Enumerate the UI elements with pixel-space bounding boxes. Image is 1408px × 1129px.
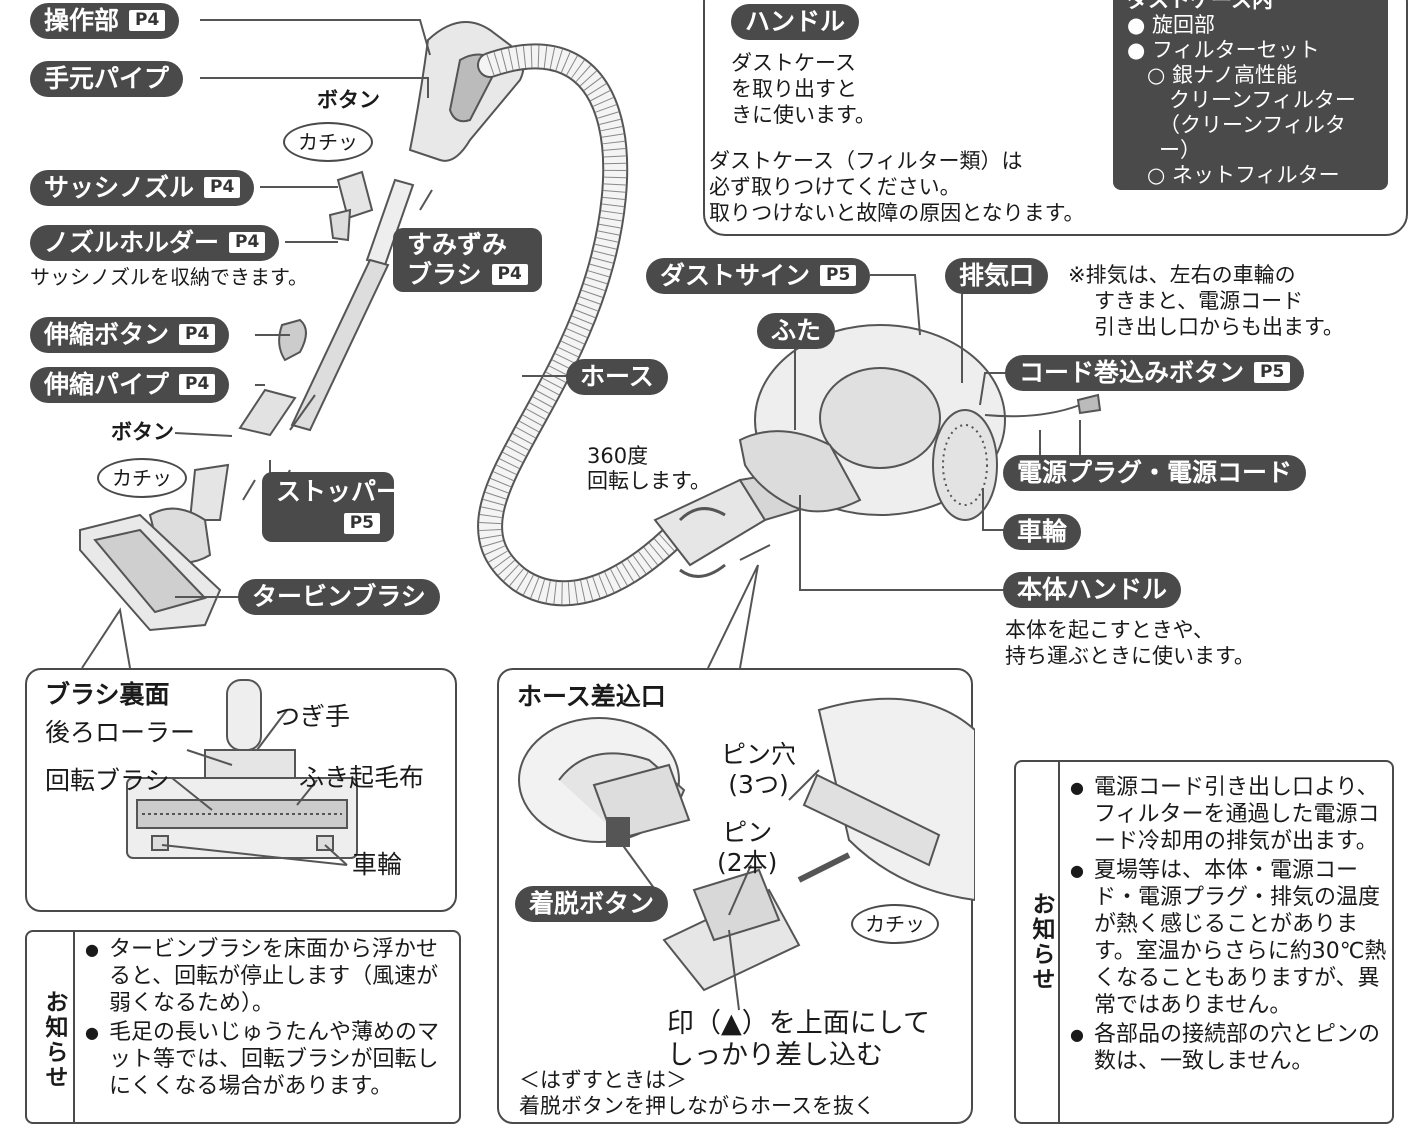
button-label-upper: ボタン bbox=[317, 88, 380, 112]
dust-part-sub: クリーンフィルター bbox=[1169, 88, 1356, 112]
exhaust-note: ※排気は、左右の車輪の すきまと、電源コード 引き出し口からも出ます。 bbox=[1068, 263, 1344, 339]
dustcase-warning: ダストケース（フィルター類）は 必ず取りつけてください。 取りつけないと故障の原… bbox=[709, 149, 1085, 225]
brush-back-title: ブラシ裏面 bbox=[45, 680, 170, 709]
ref-badge: P4 bbox=[179, 323, 216, 345]
label-hontai-handle: 本体ハンドル bbox=[1003, 572, 1182, 608]
notice-item: 夏場等は、本体・電源コード・電源プラグ・排気の温度が熱く感じることがあります。室… bbox=[1070, 857, 1390, 1019]
dust-part-sub: （クリーンフィルター） bbox=[1159, 113, 1346, 162]
notice-item: 毛足の長いじゅうたんや薄めのマット等では、回転ブラシが回転しにくくなる場合があり… bbox=[85, 1019, 450, 1100]
brush-back-label-roller: 後ろローラー bbox=[45, 718, 196, 747]
click-callout-upper: カチッ bbox=[283, 122, 373, 162]
ref-badge: P5 bbox=[343, 512, 380, 534]
ref-badge: P4 bbox=[491, 263, 528, 285]
notice-right: お知らせ 電源コード引き出し口より、フィルターを通過した電源コード冷却用の排気が… bbox=[1014, 760, 1394, 1124]
label-futa: ふた bbox=[757, 313, 836, 349]
brush-back-label-brush: 回転ブラシ bbox=[45, 766, 170, 795]
notice-right-title: お知らせ bbox=[1028, 892, 1054, 992]
hontai-handle-note: 本体を起こすときや、 持ち運ぶときに使います。 bbox=[1005, 618, 1255, 668]
notice-item: 電源コード引き出し口より、フィルターを通過した電源コード冷却用の排気が出ます。 bbox=[1070, 774, 1390, 855]
brush-back-label-wheel: 車輪 bbox=[352, 850, 403, 879]
hose-inlet-illustration bbox=[518, 697, 975, 1011]
handle-note: ダストケース を取り出すと きに使います。 bbox=[731, 51, 876, 127]
notice-item: 各部品の接続部の穴とピンの数は、一致しません。 bbox=[1070, 1021, 1390, 1075]
label-handle: ハンドル bbox=[731, 4, 860, 40]
dust-parts-title: ダストケース内 bbox=[1127, 0, 1273, 12]
ref-badge: P4 bbox=[204, 176, 241, 198]
ref-badge: P5 bbox=[820, 264, 857, 286]
dust-part-sub: ○ ネットフィルター bbox=[1147, 163, 1340, 187]
label-detach-button: 着脱ボタン bbox=[515, 886, 669, 922]
dust-part-item: ● 旋回部 bbox=[1127, 13, 1215, 37]
brush-back-label-joint: つぎ手 bbox=[275, 702, 351, 731]
remove-instruction: ＜はずすときは＞ 着脱ボタンを押しながらホースを抜く bbox=[519, 1068, 875, 1118]
label-turbine-brush: タービンブラシ bbox=[238, 579, 440, 615]
notice-left: お知らせ タービンブラシを床面から浮かせると、回転が停止します（風速が弱くなるた… bbox=[25, 930, 461, 1124]
brush-back-label-cloth: ふき起毛布 bbox=[299, 763, 425, 792]
label-haikiguchi: 排気口 bbox=[945, 258, 1049, 294]
notice-item: タービンブラシを床面から浮かせると、回転が停止します（風速が弱くなるため）。 bbox=[85, 936, 450, 1017]
click-callout-lower: カチッ bbox=[97, 458, 187, 498]
label-temoto-pipe: 手元パイプ bbox=[30, 61, 184, 97]
hose-inlet-box: ホース差込口 ピン穴 (3つ) ピン (2本) 着脱ボタン カチッ 印（▲）を上… bbox=[497, 668, 975, 1124]
insert-instruction: 印（▲）を上面にして しっかり差し込む bbox=[667, 1008, 930, 1071]
dust-part-item: ● フィルターセット bbox=[1127, 38, 1320, 62]
ref-badge: P4 bbox=[229, 231, 266, 253]
notice-left-title: お知らせ bbox=[41, 990, 67, 1090]
label-plug-cord: 電源プラグ・電源コード bbox=[1003, 455, 1307, 491]
dust-parts-box: ダストケース内 ● 旋回部 ● フィルターセット ○ 銀ナノ高性能 クリーンフィ… bbox=[1113, 0, 1388, 190]
brush-back-illustration bbox=[126, 679, 358, 866]
button-label-lower: ボタン bbox=[111, 420, 174, 444]
ref-badge: P4 bbox=[129, 9, 166, 31]
click-callout-inlet: カチッ bbox=[851, 904, 939, 944]
label-hose: ホース bbox=[566, 359, 668, 395]
nozzle-holder-note: サッシノズルを収納できます。 bbox=[30, 265, 308, 289]
label-stopper: ストッパー P5 bbox=[262, 472, 401, 542]
dust-part-sub: ○ 銀ナノ高性能 bbox=[1147, 63, 1297, 87]
rotate-note: 360度 回転します。 bbox=[587, 444, 711, 493]
brush-back-box: ブラシ裏面 後ろローラー つぎ手 回転ブラシ ふき起毛布 車輪 bbox=[25, 668, 457, 912]
ref-badge: P5 bbox=[1254, 361, 1291, 383]
label-sharin: 車輪 bbox=[1003, 514, 1082, 550]
ref-badge: P4 bbox=[179, 373, 216, 395]
pin-label: ピン (2本) bbox=[717, 818, 778, 877]
pin-hole-label: ピン穴 (3つ) bbox=[721, 740, 797, 799]
hose-inlet-title: ホース差込口 bbox=[517, 682, 666, 711]
